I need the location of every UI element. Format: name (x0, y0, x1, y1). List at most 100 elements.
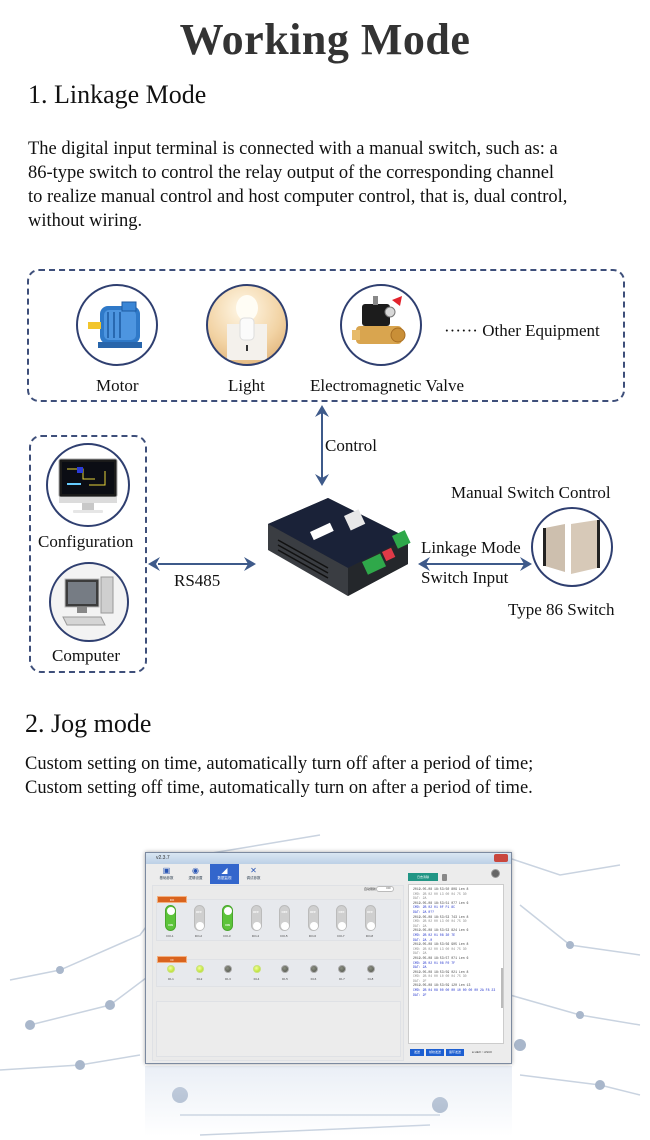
radio-hex[interactable]: ● HEX (472, 1050, 481, 1054)
equipment-group (27, 269, 625, 402)
toggle-state: ON (225, 923, 230, 927)
di-channel-label: DI-1 (168, 977, 174, 981)
control-label: Control (325, 436, 377, 455)
di-status-led (338, 965, 346, 973)
equipment-label-motor: Motor (96, 376, 139, 395)
empty-panel (156, 1001, 401, 1057)
di-panel (156, 959, 401, 987)
toggle-state: OFF (310, 910, 316, 914)
tab-debug-params[interactable]: ✕ 调试参数 (239, 864, 268, 884)
jog-description: Custom setting on time, automatically tu… (25, 752, 645, 800)
radio-label: HEX (474, 1050, 481, 1054)
host-label-configuration: Configuration (38, 532, 134, 551)
tab-logic-settings[interactable]: ◉ 逻辑设置 (181, 864, 210, 884)
log-line: 2019-05-08 18:53:57 071 Len 6 (413, 955, 469, 960)
log-line: DAT: 2A (413, 896, 427, 901)
switch-input-label: Switch Input (421, 568, 509, 587)
tab-bar: ▣ 基础参数 ◉ 逻辑设置 ◢ 数据监视 ✕ 调试参数 (152, 864, 268, 884)
manual-switch-control-label: Manual Switch Control (451, 483, 611, 502)
toggle-knob (224, 907, 232, 915)
close-button[interactable] (494, 854, 508, 862)
di-status-led (281, 965, 289, 973)
check-send-button[interactable]: 帧校发送 (426, 1049, 444, 1056)
log-line: CMD: 2B 02 00 13 00 04 75 30 (413, 946, 467, 951)
description-line: Custom setting off time, automatically t… (25, 778, 533, 798)
di-tag: DI (157, 956, 187, 963)
loop-send-button[interactable]: 循环发送 (446, 1049, 464, 1056)
relay-toggle-switch[interactable]: OFF (336, 905, 347, 931)
log-line: DAT: 2A .0 (413, 937, 433, 942)
equipment-label-light: Light (228, 376, 265, 395)
arrow-down-icon (315, 474, 329, 486)
rs485-arrow-line (158, 563, 248, 565)
relay-toggle-switch[interactable]: OFF (307, 905, 319, 931)
radio-ascii[interactable]: ○ ASCII (481, 1050, 492, 1054)
software-window: v2.3.7 ▣ 基础参数 ◉ 逻辑设置 ◢ 数据监视 ✕ 调试参数 自动刷新 … (145, 852, 512, 1064)
log-scrollbar[interactable] (501, 968, 503, 1008)
home-icon[interactable] (491, 869, 500, 878)
tab-label: 逻辑设置 (188, 876, 203, 880)
toggle-knob (252, 922, 261, 930)
tab-basic-params[interactable]: ▣ 基础参数 (152, 864, 181, 884)
format-radio-group: ● HEX ○ ASCII (472, 1050, 492, 1054)
do-channel-label: DO-2 (194, 934, 203, 938)
jog-mode-heading: 2. Jog mode (25, 709, 152, 738)
log-line: CMD: 2B 02 01 08 F0 7F (413, 960, 456, 965)
log-line: DAT: 2A (413, 923, 427, 928)
page-title: Working Mode (179, 15, 471, 64)
send-button[interactable]: 发送 (410, 1049, 424, 1056)
do-tag: DO (157, 896, 187, 903)
toggle-state: OFF (367, 910, 373, 914)
di-channel-label: DI-3 (225, 977, 231, 981)
trash-icon[interactable] (442, 874, 447, 881)
relay-toggle-switch[interactable]: OFF (279, 905, 290, 931)
arrow-right-icon (520, 557, 532, 571)
linkage-mode-heading: 1. Linkage Mode (28, 80, 207, 109)
do-channel-label: DO-7 (337, 934, 345, 938)
tab-label: 调试参数 (246, 876, 261, 880)
relay-toggle-switch[interactable]: OFF (364, 905, 376, 931)
tools-icon: ✕ (250, 866, 257, 875)
do-channel-label: DO-6 (308, 934, 317, 938)
log-line: DAT: 2A (413, 965, 427, 970)
light-bulb-icon (206, 284, 288, 366)
other-equipment-label: ······ Other Equipment (444, 321, 600, 340)
do-channel-label: DO-3 (223, 934, 231, 938)
log-line: DAT: 2F (413, 978, 427, 983)
relay-toggle-switch[interactable]: ON (222, 905, 233, 931)
di-channel-label: DI-2 (196, 977, 203, 981)
do-channel-label: DO-1 (166, 934, 174, 938)
linkage-mode-label: Linkage Mode (421, 538, 521, 557)
tab-label: 数据监视 (217, 876, 232, 880)
di-status-led (309, 965, 318, 973)
toggle-state: OFF (253, 910, 259, 914)
log-line: 2019-05-08 18:53:53 743 Len 8 (413, 914, 469, 919)
log-line: DAT: 2A (413, 951, 427, 956)
toggle-state: OFF (196, 910, 202, 914)
arrow-up-icon (315, 405, 329, 417)
host-label-computer: Computer (52, 646, 120, 665)
relay-toggle-switch[interactable]: OFF (250, 905, 262, 931)
relay-toggle-switch[interactable]: ON (165, 905, 176, 931)
auto-refresh-toggle[interactable]: OFF (376, 886, 394, 892)
clear-log-button[interactable]: 日志清除 (408, 873, 438, 881)
description-line: The digital input terminal is connected … (28, 139, 558, 159)
do-channel-label: DO-5 (280, 934, 288, 938)
control-arrow-line (321, 412, 323, 480)
relay-toggle-switch[interactable]: OFF (193, 905, 205, 931)
linkage-description: The digital input terminal is connected … (28, 137, 638, 233)
tab-label: 基础参数 (159, 876, 174, 880)
tab-data-monitor[interactable]: ◢ 数据监视 (210, 864, 239, 884)
chart-icon: ◢ (221, 866, 228, 875)
log-line: DAT: 2F (413, 992, 427, 997)
description-line: to realize manual control and host compu… (28, 187, 568, 207)
linkage-arrow-line (425, 563, 525, 565)
type86-switch-label: Type 86 Switch (508, 600, 615, 619)
arrow-left-icon (148, 557, 160, 571)
toggle-knob (195, 922, 204, 930)
di-channel-label: DI-7 (339, 977, 345, 981)
relay-module-icon (268, 498, 411, 596)
toggle-knob (167, 907, 175, 915)
do-channel-label: DO-8 (365, 934, 374, 938)
